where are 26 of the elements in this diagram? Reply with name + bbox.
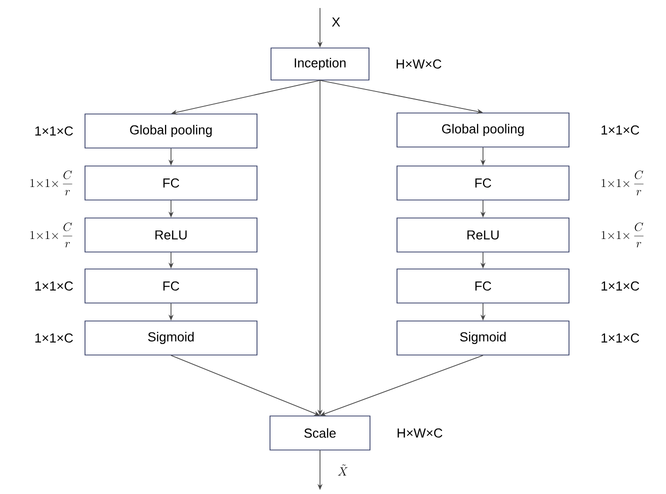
dimension-label: H×W×C (396, 59, 442, 69)
process-box: FC (84, 166, 258, 200)
dimension-label: $1{\times}1{\times}\,\frac{C}{r}$ (602, 170, 644, 196)
process-box: Global pooling (84, 114, 258, 148)
dimension-label: 1×1×C (35, 281, 73, 291)
dimension-label: $1{\times}1{\times}\,\frac{C}{r}$ (602, 222, 644, 248)
edge-label: $\tilde{X}$ (338, 464, 348, 476)
dimension-label: 1×1×C (35, 126, 73, 136)
process-box: FC (396, 166, 570, 200)
dimension-label: 1×1×C (602, 281, 640, 291)
process-box: Sigmoid (84, 320, 258, 356)
dimension-label: 1×1×C (35, 333, 73, 343)
process-box: Inception (270, 48, 370, 80)
dimension-label: $1{\times}1{\times}\,\frac{C}{r}$ (30, 222, 72, 248)
dimension-label: $1{\times}1{\times}\,\frac{C}{r}$ (30, 170, 72, 196)
process-box: FC (84, 268, 258, 304)
dimension-label: 1×1×C (602, 125, 640, 135)
process-box: Sigmoid (396, 320, 570, 356)
process-box: ReLU (396, 218, 570, 252)
process-box: Global pooling (396, 112, 570, 148)
dimension-label: 1×1×C (602, 333, 640, 343)
process-box: ReLU (84, 218, 258, 252)
edge-label: X (332, 18, 340, 26)
dimension-label: H×W×C (398, 428, 442, 438)
process-box: Scale (270, 416, 370, 450)
process-box: FC (396, 268, 570, 304)
